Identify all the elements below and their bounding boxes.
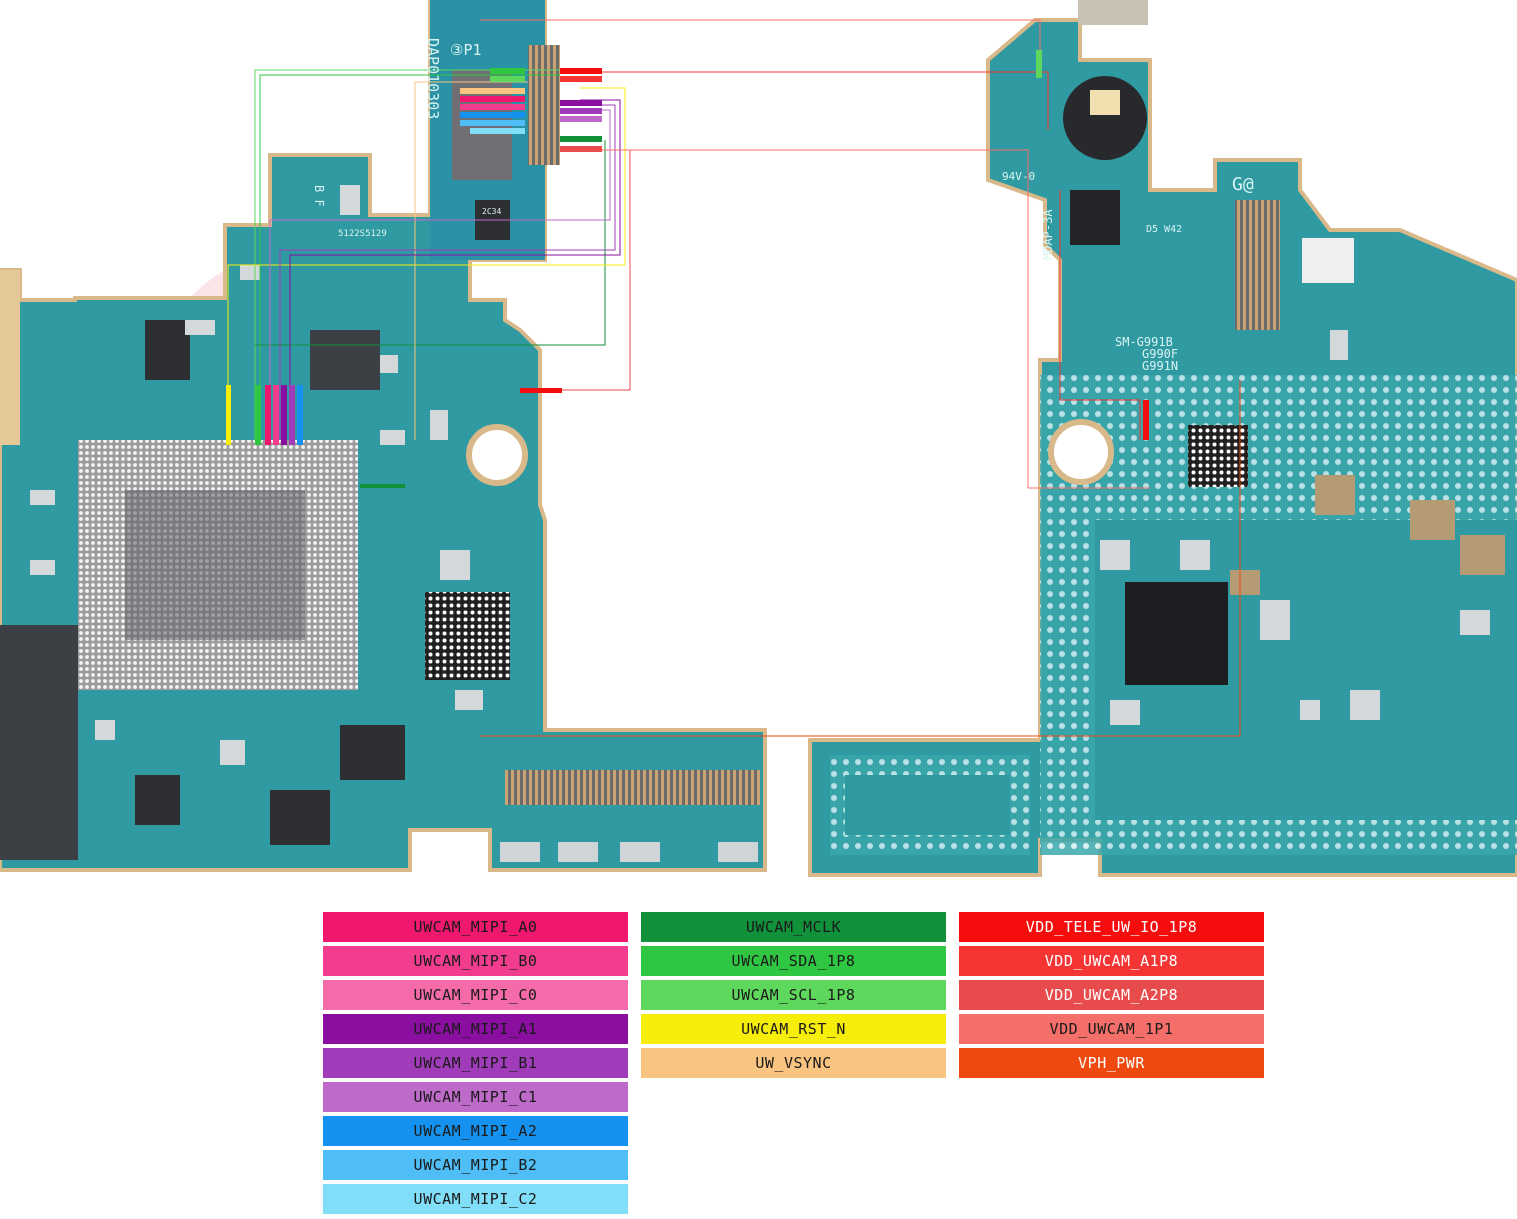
corner-text-label: D5 W42: [1146, 224, 1182, 235]
camera-connector-top: [528, 45, 560, 165]
legend-item: UWCAM_MIPI_C2: [323, 1184, 628, 1214]
legend-item: UWCAM_SCL_1P8: [641, 980, 946, 1010]
model-label-3: G991N: [1142, 359, 1178, 373]
legend-item: UWCAM_MIPI_A0: [323, 912, 628, 942]
legend-item: UWCAM_MCLK: [641, 912, 946, 942]
ic-text-1: 5122S5129: [338, 229, 387, 239]
connector-id-label: DAP010303: [424, 38, 442, 119]
legend-item: UWCAM_MIPI_A1: [323, 1014, 628, 1044]
pcb-board-diagram: DAP010303 ③P1 5122S5129 2C34 B F 94V-0 M…: [0, 0, 1517, 877]
logo-mark-label: G@: [1232, 174, 1254, 195]
legend-item: UWCAM_MIPI_B0: [323, 946, 628, 976]
right-board: [808, 0, 1517, 877]
board-id-label: MDAP-3A: [1041, 209, 1055, 260]
legend-item: VDD_UWCAM_A1P8: [959, 946, 1264, 976]
right-connector: [1235, 200, 1280, 330]
legend-item: UWCAM_MIPI_C1: [323, 1082, 628, 1112]
legend-item: VDD_UWCAM_A2P8: [959, 980, 1264, 1010]
model-label-1: SM-G991B: [1115, 335, 1173, 349]
legend-item: UWCAM_MIPI_C0: [323, 980, 628, 1010]
signal-traces: [227, 19, 1241, 737]
legend-item: UW_VSYNC: [641, 1048, 946, 1078]
legend-item: UWCAM_MIPI_B1: [323, 1048, 628, 1078]
left-board: [0, 0, 767, 872]
legend-item: VPH_PWR: [959, 1048, 1264, 1078]
legend-item: UWCAM_MIPI_B2: [323, 1150, 628, 1180]
main-fpc-connector: [505, 770, 760, 805]
board-grade-label: 94V-0: [1002, 170, 1035, 183]
ic-text-2: 2C34: [482, 207, 501, 216]
highlighted-pads: [226, 50, 1149, 488]
legend-item: UWCAM_RST_N: [641, 1014, 946, 1044]
right-bga: [1188, 425, 1248, 487]
connector-mark-label: ③P1: [450, 41, 482, 59]
flex-mark-label: B F: [312, 185, 326, 207]
legend-item: VDD_TELE_UW_IO_1P8: [959, 912, 1264, 942]
legend-item: UWCAM_SDA_1P8: [641, 946, 946, 976]
pmic-bga: [425, 592, 510, 680]
legend-item: UWCAM_MIPI_A2: [323, 1116, 628, 1146]
model-label-2: G990F: [1142, 347, 1178, 361]
legend-item: VDD_UWCAM_1P1: [959, 1014, 1264, 1044]
